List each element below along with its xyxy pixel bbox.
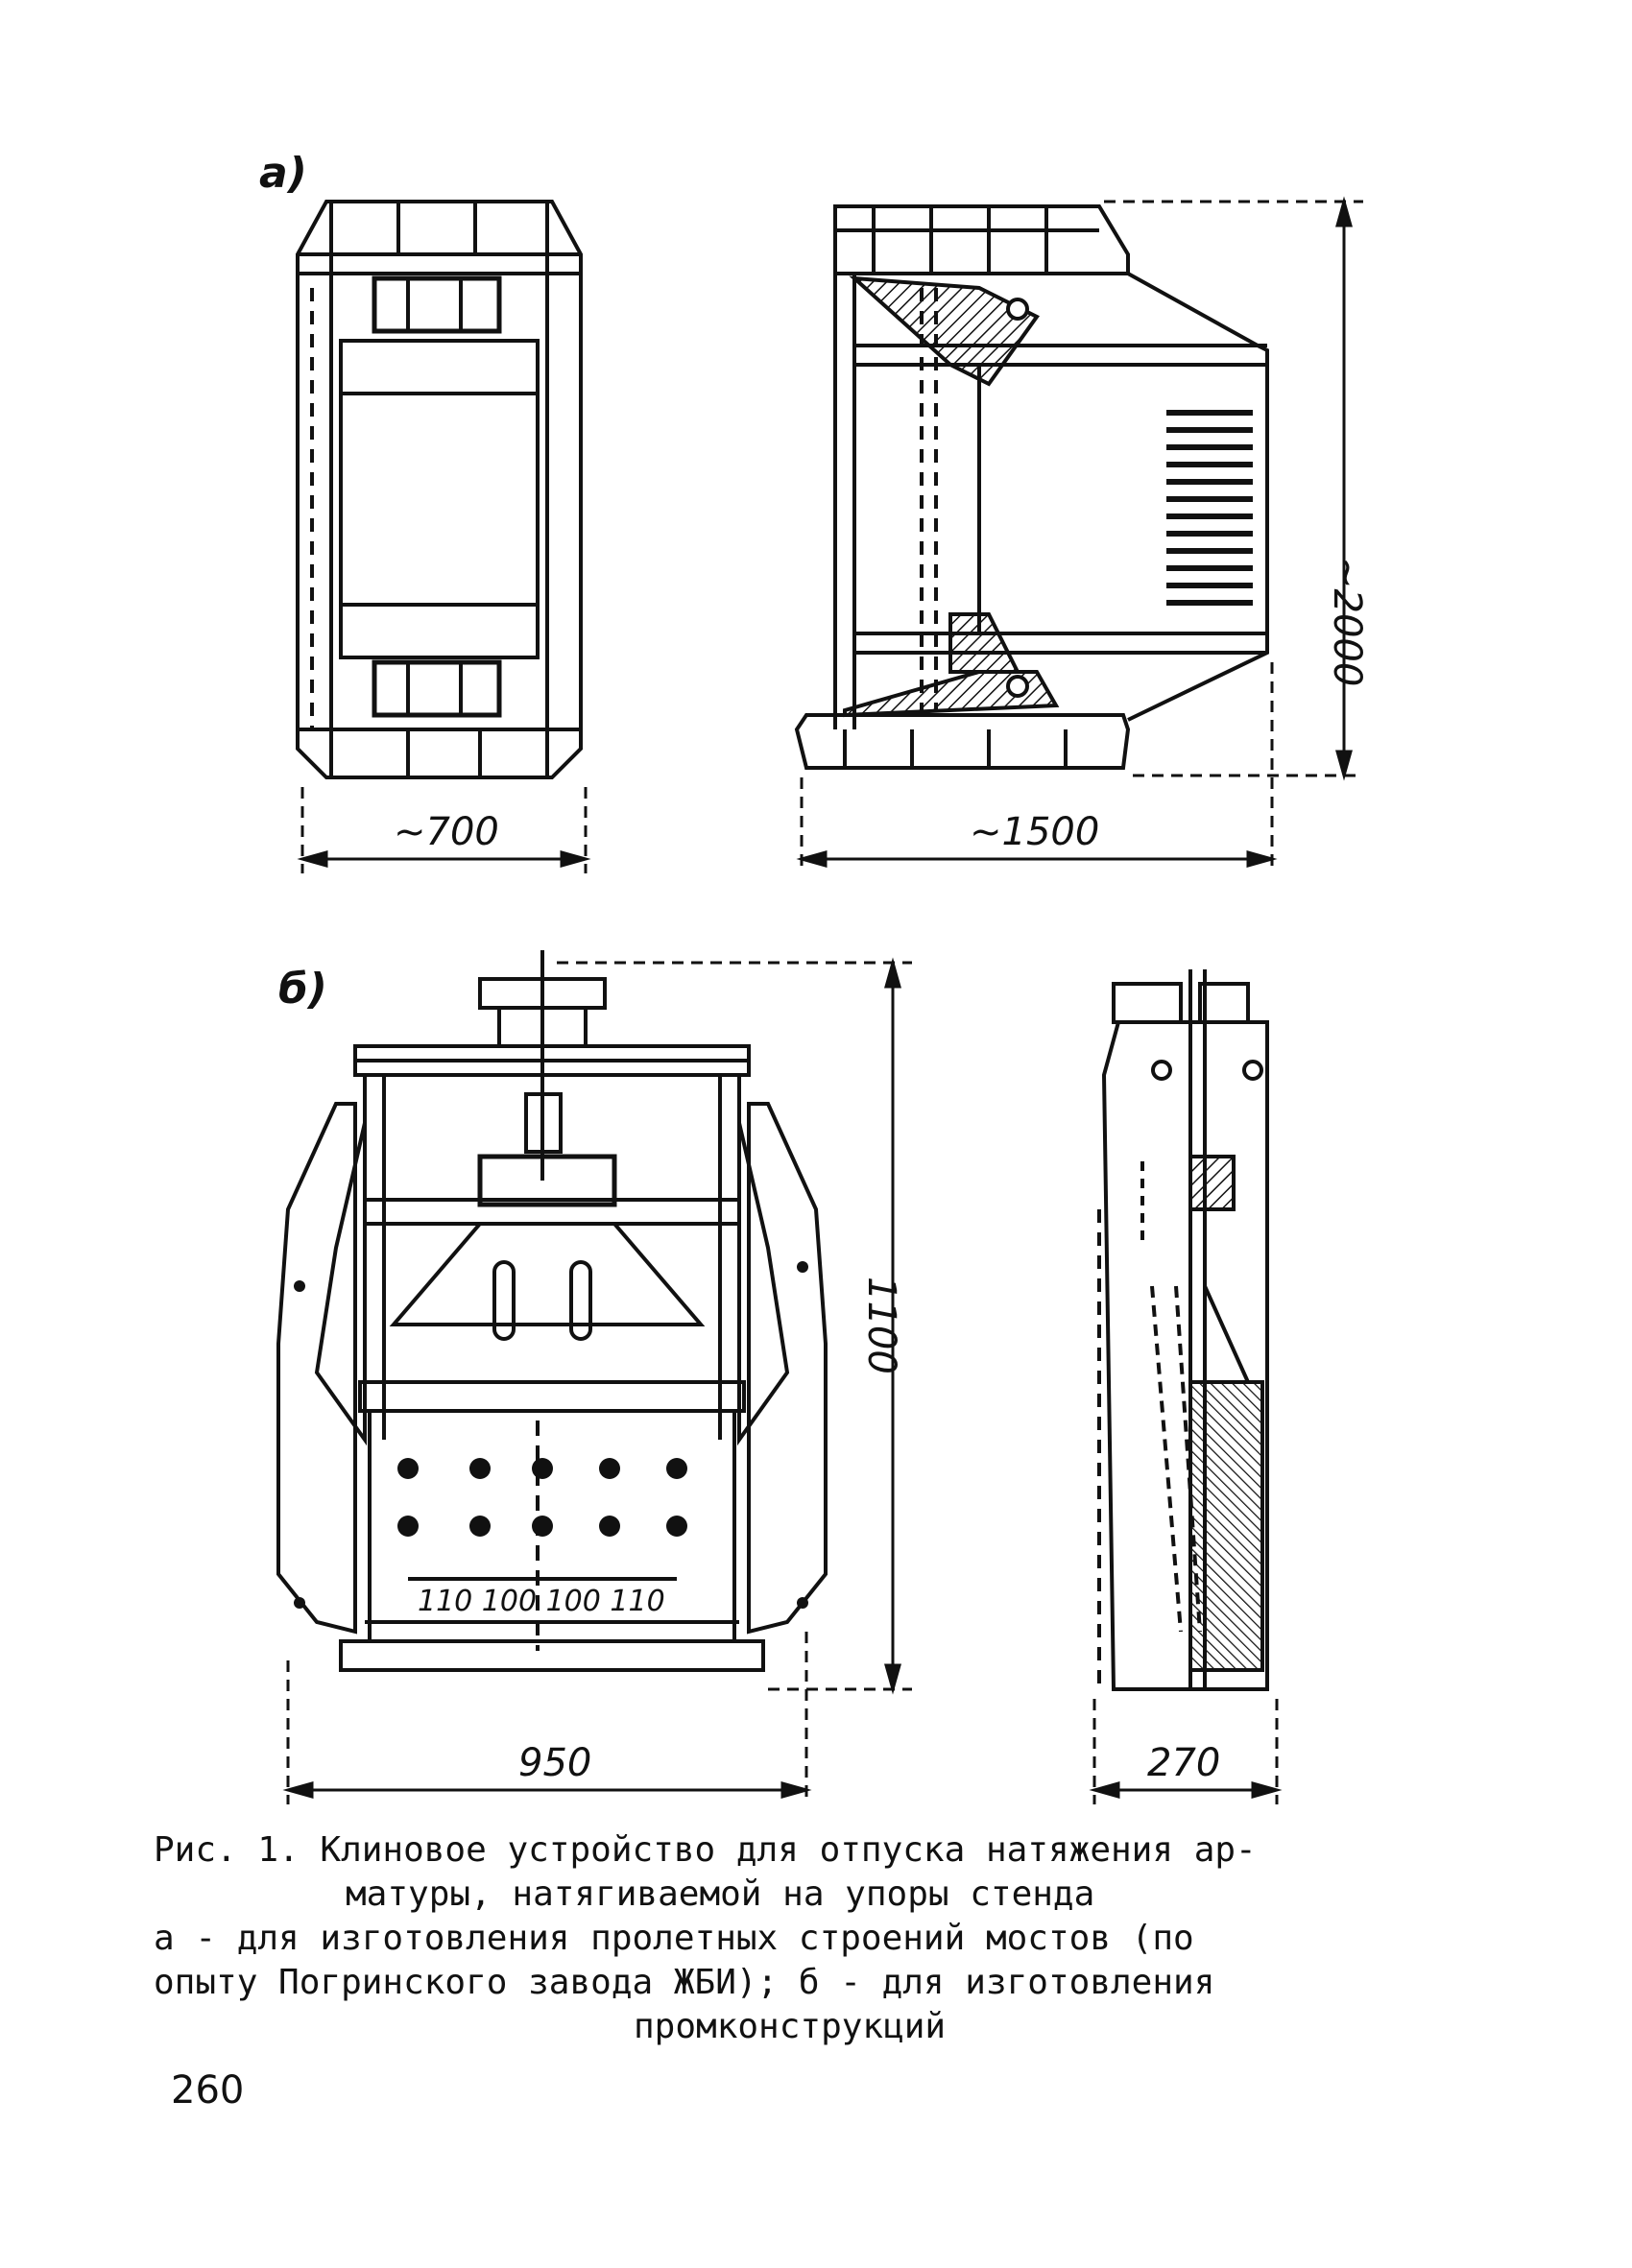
page-number: 260: [171, 2068, 245, 2113]
part-a-front-view: [298, 202, 581, 777]
figure-caption: Рис. 1. Клиновое устройство для отпуска …: [154, 1828, 1440, 2049]
dim-a-front-width: ~700: [394, 810, 499, 854]
part-b-label: б): [278, 965, 327, 1014]
caption-line-5: промконструкций: [634, 2007, 947, 2046]
dim-a-side-width: ~1500: [970, 810, 1099, 854]
caption-line-1: Рис. 1. Клиновое устройство для отпуска …: [154, 1830, 1257, 1870]
caption-line-3: а - для изготовления пролетных строений …: [154, 1919, 1194, 1958]
part-b-front-view: [278, 950, 826, 1670]
part-a-label: а): [259, 149, 307, 198]
part-a-dimension-lines: [302, 202, 1363, 873]
part-b-dimension-lines: [288, 963, 1277, 1804]
dim-a-height: ~2000: [1325, 557, 1369, 686]
caption-line-2: матуры, натягиваемой на упоры стенда: [346, 1874, 1095, 1914]
part-a-side-view: [797, 206, 1267, 768]
dim-b-side-width: 270: [1147, 1741, 1220, 1785]
dim-b-front-width: 950: [518, 1741, 591, 1785]
part-b-side-view: [1099, 969, 1267, 1689]
dim-b-height: 1100: [859, 1277, 903, 1374]
caption-line-4: опыту Погринского завода ЖБИ); б - для и…: [154, 1963, 1215, 2002]
dim-b-spacing: 110 100 100 110: [418, 1585, 665, 1618]
